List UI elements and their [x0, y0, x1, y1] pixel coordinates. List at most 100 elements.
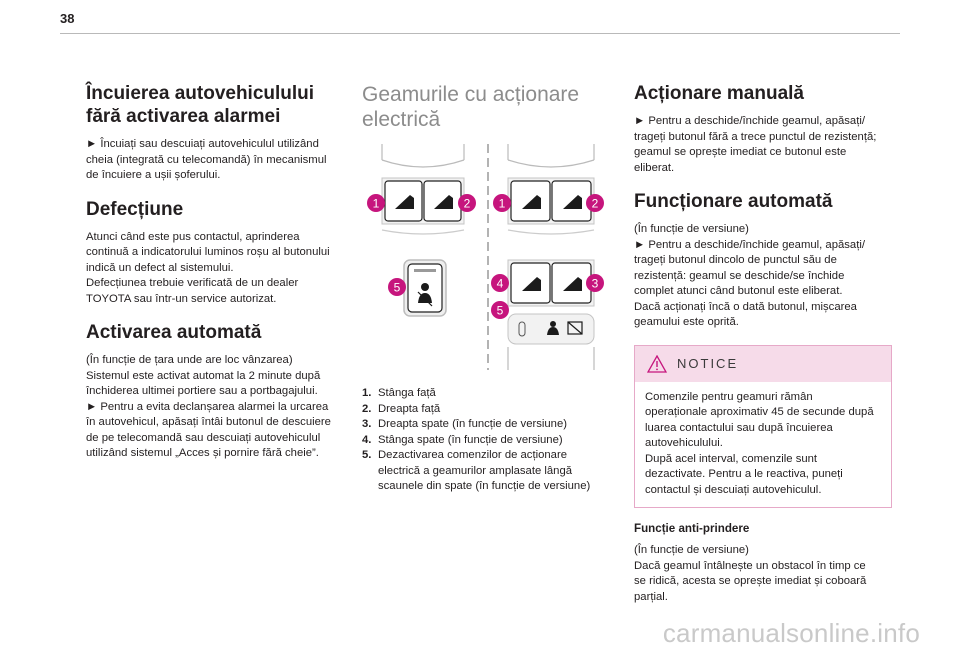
child-lock-icon: [421, 283, 429, 291]
text-line: cheia (integrată cu telecomandă) în meca…: [86, 153, 327, 166]
text-line: electrică a geamurilor amplasate lângă: [378, 464, 573, 477]
front-right-console: [507, 144, 595, 235]
heading-anti-pinch: Funcție anti-prindere: [634, 522, 750, 535]
page-number: 38: [60, 11, 75, 26]
list-item: 1. Stânga față: [362, 386, 604, 402]
watermark: carmanualsonline.info: [662, 618, 920, 648]
window-glyph-icon: [522, 195, 541, 209]
switch-2: [551, 180, 592, 222]
text-line: rezistență: geamul se deschide/se închid…: [634, 269, 845, 282]
text-line: După acel interval, comenzile sunt: [645, 452, 818, 465]
callout-label: 5: [394, 281, 401, 295]
column-left: Încuierea autovehiculului fără activarea…: [86, 82, 342, 476]
list-number: 1.: [362, 387, 372, 399]
heading-automatic-activation: Activarea automată: [86, 322, 262, 343]
front-left-console: [381, 144, 465, 235]
heading-lock-without-alarm: Încuierea autovehiculului fără activarea…: [86, 82, 342, 128]
text-line: Atunci când este pus contactul, aprinder…: [86, 230, 300, 243]
paragraph-anti-pinch: (În funcție de versiune) Dacă geamul înt…: [634, 543, 894, 605]
callout-label: 2: [464, 197, 471, 211]
text-line: complet atunci când butonul este elibera…: [634, 285, 843, 297]
callout-marker: 2: [458, 194, 476, 212]
window-lock-icon: [567, 321, 583, 335]
text-line: de pe telecomandă sau descuiați autovehi…: [86, 431, 321, 444]
column-middle: Geamurile cu acționare electrică: [362, 82, 604, 495]
text-line: închiderea ultimei portiere sau a portba…: [86, 385, 318, 397]
diagram-legend-list: 1. Stânga față 2. Dreapta față 3.Dreapta s…: [362, 386, 604, 495]
callout-label: 5: [497, 304, 504, 318]
paragraph-malfunction: Atunci când este pus contactul, aprinder…: [86, 230, 342, 308]
text-line: geamul se oprește imediat ce butonul est…: [634, 146, 847, 158]
switch-3: [551, 262, 592, 304]
text-line: ► Pentru a deschide/închide geamul, apăs…: [634, 115, 865, 127]
heading-power-windows: Geamurile cu acționare electrică: [362, 82, 604, 132]
text-line: dezactivate. Pentru a le reactiva, puneț…: [645, 468, 843, 480]
warning-triangle-icon: [647, 354, 667, 373]
list-text: Stânga față: [378, 387, 436, 399]
list-text: Dreapta față: [378, 402, 441, 415]
text-line: contactul și descuiați autovehiculul.: [645, 483, 822, 496]
text-line: ► Pentru a evita declanșarea alarmei la …: [86, 400, 329, 413]
list-item: 4. Stânga spate (în funcție de versiune): [362, 433, 604, 449]
heading-malfunction: Defecțiune: [86, 198, 184, 220]
text-line: (În funcție de țara unde are loc vânzare…: [86, 354, 293, 366]
switch-2: [423, 180, 462, 222]
child-lock-icon: [550, 321, 556, 327]
text-line: trageți butonul dincolo de punctul său d…: [634, 254, 837, 266]
heading-line: Geamurile cu acționare: [362, 83, 580, 106]
callout-marker: 3: [586, 274, 604, 292]
text-line: Defecțiunea trebuie verificată de un dea…: [86, 277, 299, 289]
callout-markers: 1 2 1 2 5 4 3 5: [367, 194, 604, 319]
window-glyph-icon: [434, 195, 453, 209]
window-glyph-icon: [563, 277, 582, 291]
text-line: geamului este oprită.: [634, 316, 739, 328]
callout-marker: 2: [586, 194, 604, 212]
text-line: (În funcție de versiune): [634, 223, 749, 235]
text-line: Dezactivarea comenzilor de acționare: [378, 449, 568, 461]
heading-manual-operation: Acționare manuală: [634, 83, 804, 104]
text-line: trageți butonul fără a trece punctul de …: [634, 130, 877, 143]
text-line: luarea contactului sau după încuierea: [645, 421, 833, 434]
list-item: 2. Dreapta față: [362, 402, 604, 418]
text-line: scaunele din spate (în funcție de versiu…: [378, 480, 591, 492]
notice-body: Comenzile pentru geamuri rămân operațion…: [635, 382, 891, 508]
text-line: Dacă acționați încă o dată butonul, mișc…: [634, 300, 857, 313]
window-switch-illustration: 1 2 1 2 5 4 3 5: [367, 144, 604, 370]
callout-label: 2: [592, 197, 599, 211]
list-number: 5.: [362, 449, 372, 461]
column-right: Acționare manuală ► Pentru a deschide/în…: [634, 82, 894, 619]
text-line: operaționale aproximativ 45 de secunde d…: [645, 406, 874, 418]
callout-label: 1: [499, 197, 506, 211]
heading-line: fără activarea alarmei: [86, 106, 281, 127]
text-line: ► Încuiați sau descuiați autovehiculul u…: [86, 138, 319, 150]
window-controls-diagram: 1 2 1 2 5 4 3 5: [362, 142, 604, 372]
callout-marker: 4: [491, 274, 509, 292]
heading-line: electrică: [362, 108, 441, 131]
list-number: 3.: [362, 418, 372, 430]
list-number: 4.: [362, 433, 372, 446]
callout-marker: 1: [367, 194, 385, 212]
text-line: ► Pentru a deschide/închide geamul, apăs…: [634, 238, 865, 251]
callout-label: 1: [373, 197, 380, 211]
list-number: 2.: [362, 402, 372, 415]
text-line: Sistemul este activat automat la 2 minut…: [86, 369, 321, 382]
callout-marker: 1: [493, 194, 511, 212]
header-rule: [60, 33, 900, 34]
text-line: Dacă geamul întâlnește un obstacol în ti…: [634, 559, 866, 572]
text-line: TOYOTA sau într-un service autorizat.: [86, 292, 277, 305]
list-item: 3.Dreapta spate (în funcție de versiune): [362, 417, 604, 433]
window-glyph-icon: [522, 277, 541, 291]
rear-lockout-switch-left: [403, 259, 447, 317]
list-text: Stânga spate (în funcție de versiune): [378, 433, 563, 446]
callout-label: 3: [592, 277, 599, 291]
notice-title: NOTICE: [677, 356, 739, 371]
rear-console: [507, 259, 595, 370]
callout-label: 4: [497, 277, 504, 291]
window-glyph-icon: [563, 195, 582, 209]
heading-automatic-operation: Funcționare automată: [634, 191, 833, 212]
window-glyph-icon: [395, 195, 414, 209]
notice-box: NOTICE Comenzile pentru geamuri rămân op…: [634, 344, 892, 508]
text-line: parțial.: [634, 590, 668, 603]
text-line: se ridică, acesta se oprește imediat și …: [634, 575, 867, 587]
text-line: (În funcție de versiune): [634, 544, 749, 556]
